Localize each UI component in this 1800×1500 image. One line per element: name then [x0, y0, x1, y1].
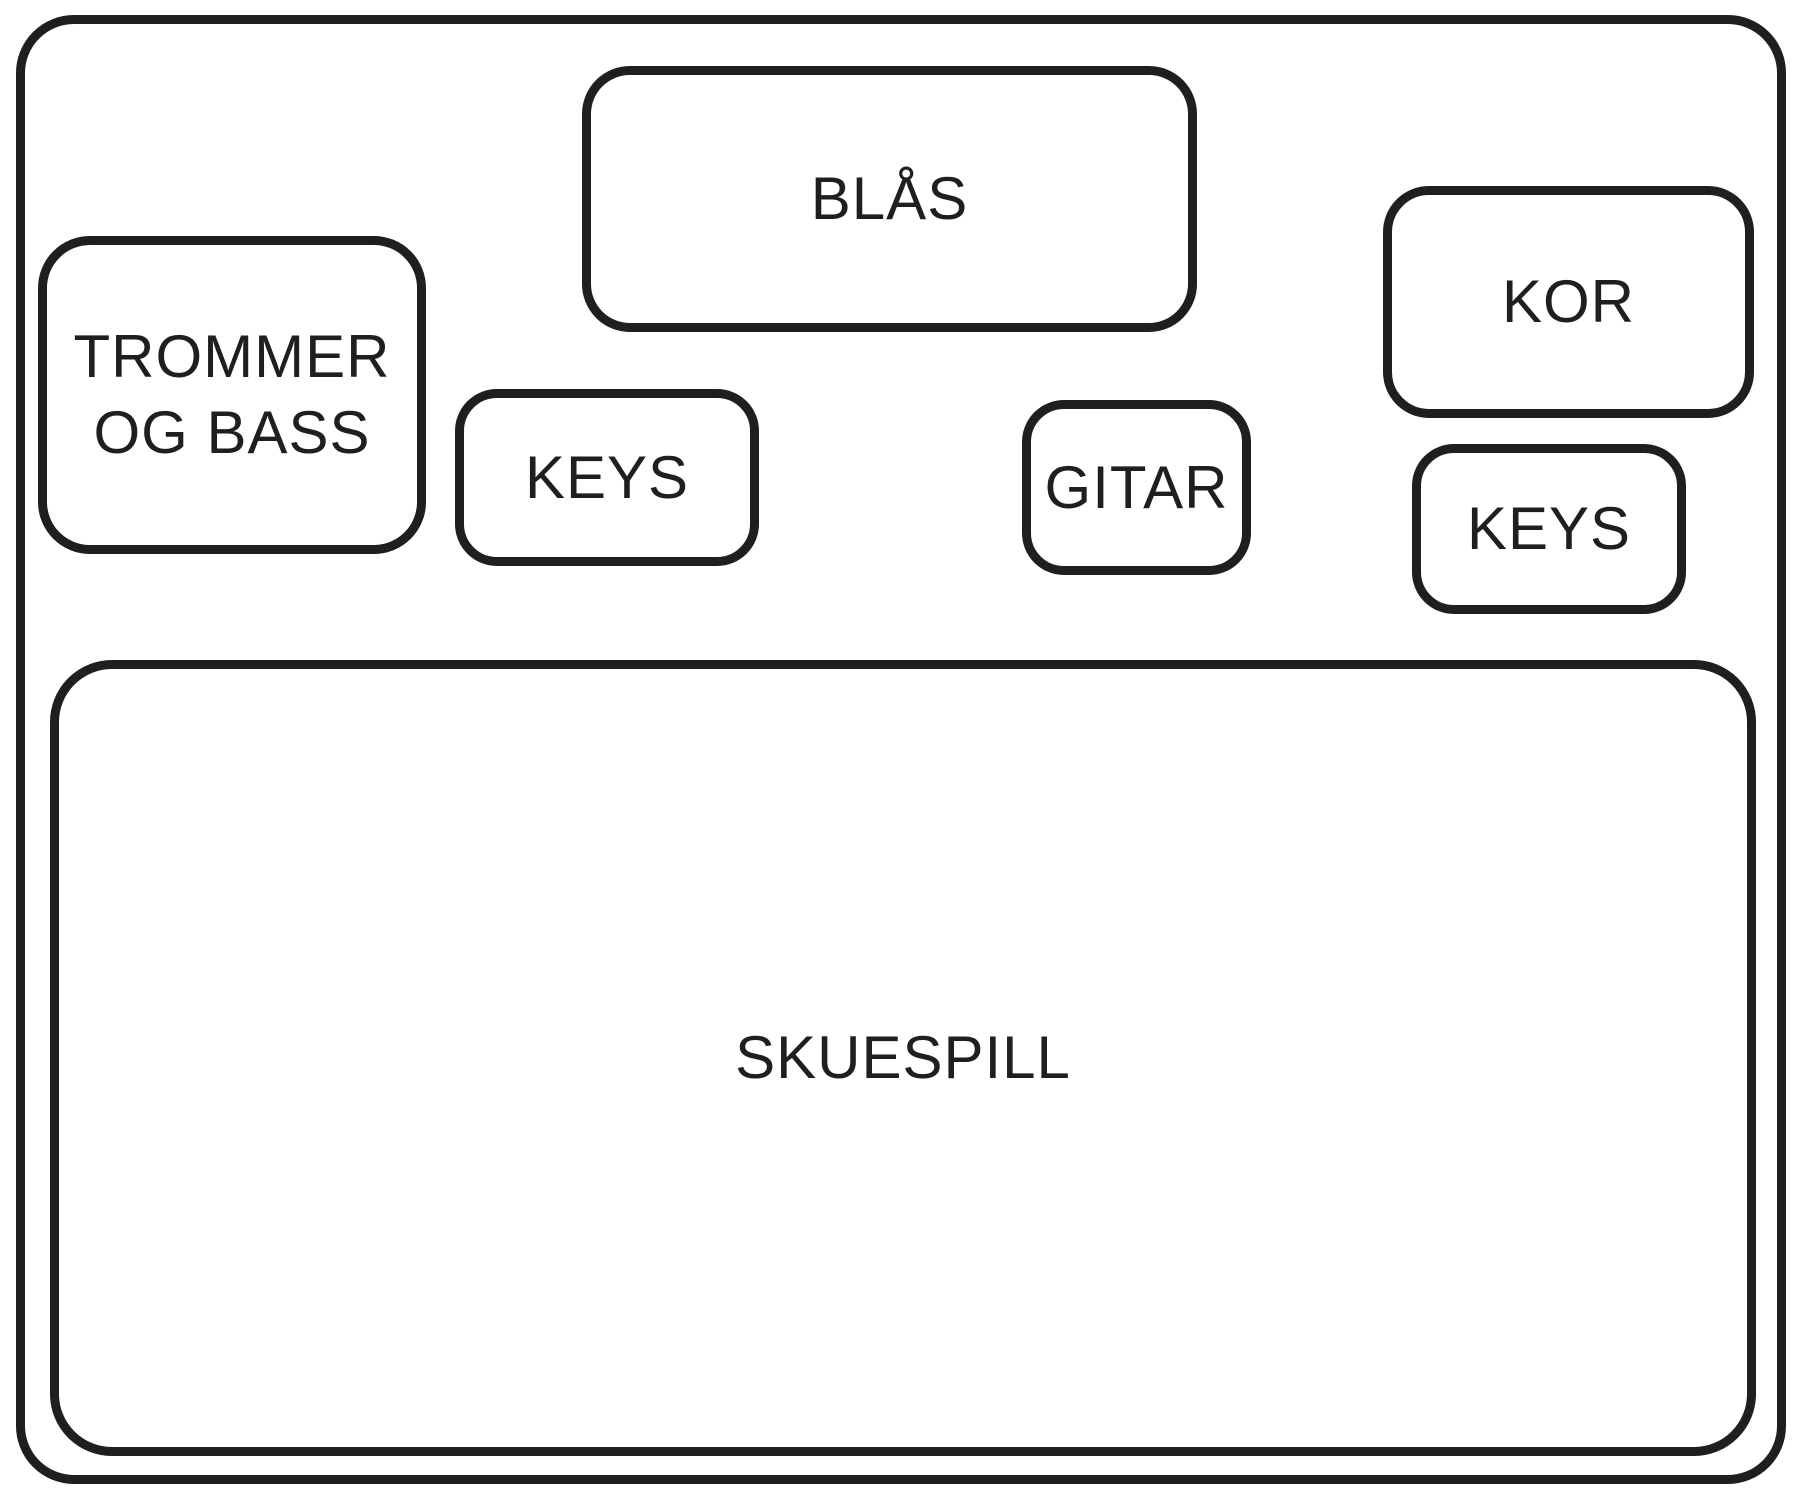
zone-blas-label: BLÅS	[810, 165, 969, 232]
zone-trommer-og-bass-label-line1: TROMMER	[73, 323, 391, 390]
zone-trommer-og-bass-label-line2: OG BASS	[93, 399, 371, 466]
zone-blas: BLÅS	[582, 66, 1197, 332]
zone-gitar-label: GITAR	[1044, 453, 1229, 521]
zone-keys-right: KEYS	[1412, 444, 1686, 614]
zone-keys-left: KEYS	[455, 389, 759, 566]
zone-kor: KOR	[1383, 186, 1754, 418]
zone-trommer-og-bass: TROMMER OG BASS	[38, 236, 426, 554]
zone-gitar: GITAR	[1022, 400, 1251, 575]
zone-keys-left-label: KEYS	[524, 443, 690, 511]
zone-skuespill: SKUESPILL	[50, 660, 1756, 1456]
zone-keys-right-label: KEYS	[1466, 495, 1632, 562]
zone-skuespill-label: SKUESPILL	[735, 1024, 1071, 1091]
zone-kor-label: KOR	[1501, 268, 1636, 335]
